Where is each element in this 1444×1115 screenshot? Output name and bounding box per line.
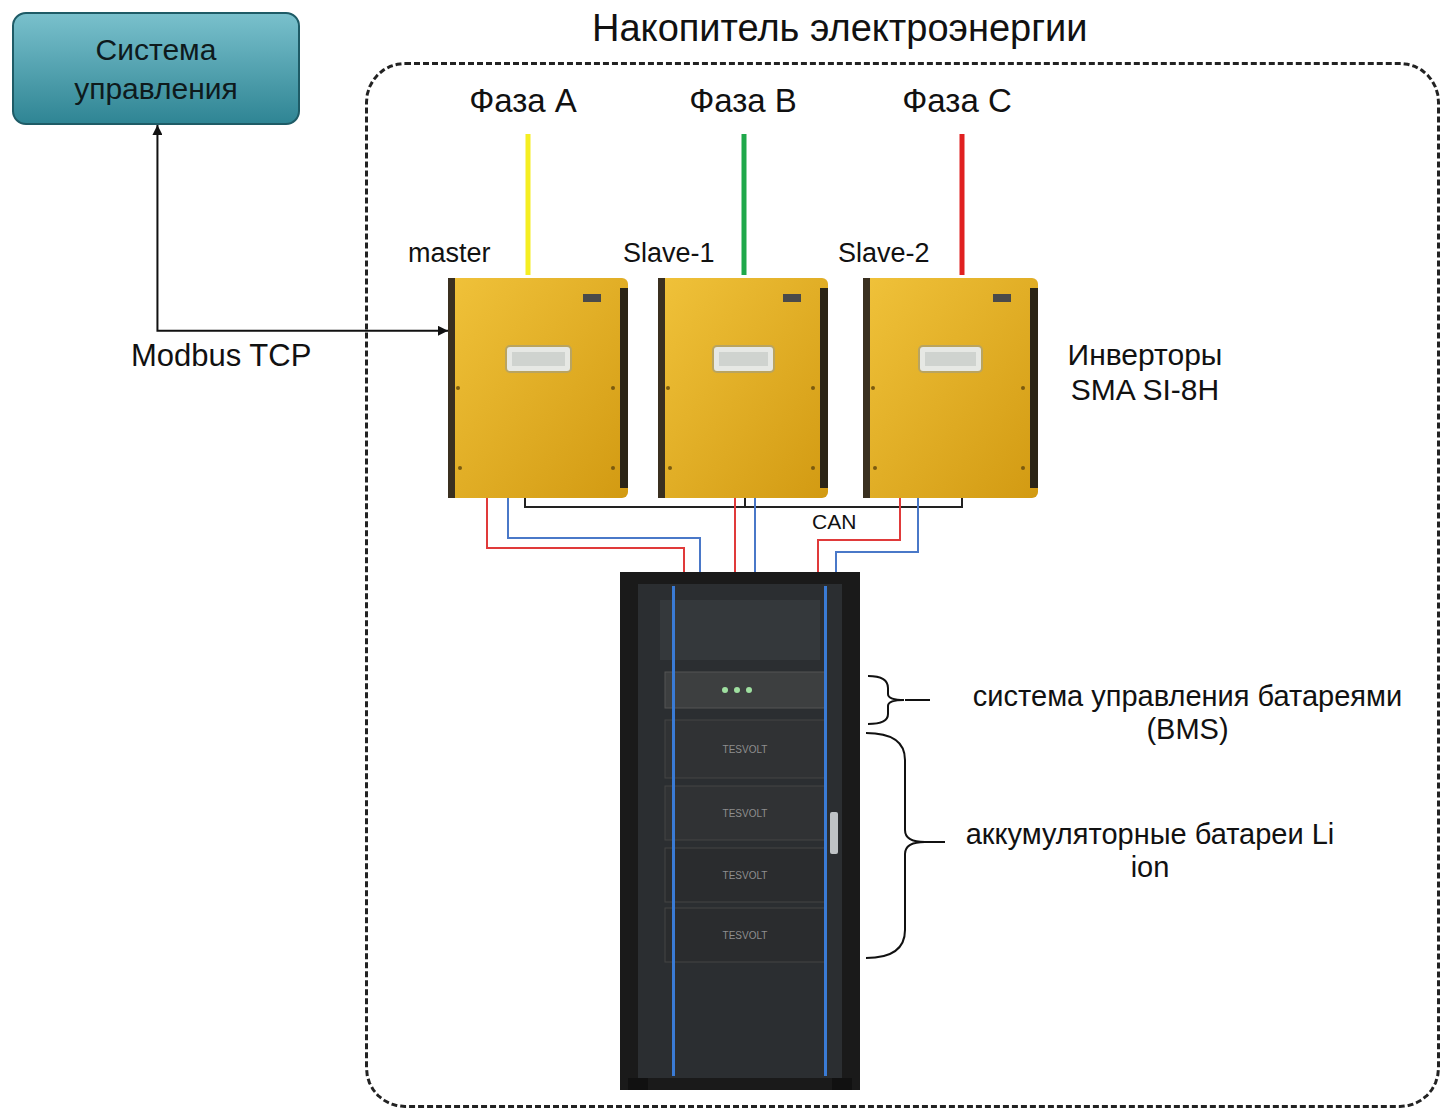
dc-wire [487,495,684,575]
rect-shape [863,278,870,498]
rect-shape [925,352,976,366]
box-text: Система управления [26,30,286,108]
inverter: Slave-1 [658,278,828,498]
module-brand: TESVOLT [665,744,825,756]
rect-shape [719,352,768,366]
rect-shape [620,288,628,488]
leader-line [905,699,930,701]
circle-shape [1021,466,1025,470]
rect-shape [583,294,601,302]
rect-shape [665,672,825,708]
rect-shape [658,278,828,498]
module-brand: TESVOLT [665,930,825,942]
rect-shape [512,352,565,366]
rect-shape [620,572,860,1090]
rect-shape [665,908,825,962]
circle-shape [722,687,728,693]
inverter-label: Slave-2 [838,238,930,269]
callout-label: система управления батареями (BMS) [935,680,1440,747]
circle-shape [746,687,752,693]
storage-region: Накопитель электроэнергииmasterSlave-1Sl… [365,62,1440,1108]
rect-shape [713,346,774,372]
inverter: master [448,278,628,498]
rect-shape [506,346,571,372]
rect-shape [665,786,825,840]
circle-shape [456,386,460,390]
circle-shape [611,466,615,470]
circle-shape [871,386,875,390]
inverter-body [448,278,628,498]
phase-label: Фаза А [448,82,598,120]
circle-shape [668,466,672,470]
phase-wire [526,134,531,275]
rect-shape [824,586,827,1076]
dc-wire [818,495,900,575]
connector [157,125,448,331]
phase-wire [742,134,747,275]
leader-line [925,841,945,843]
rect-shape [783,294,801,302]
phase-wire [960,134,965,275]
rect-shape [448,278,628,498]
bus-label: CAN [810,510,858,534]
region-title: Накопитель электроэнергии [586,7,1093,50]
bracket [866,733,925,958]
phase-label: Фаза В [668,82,818,120]
inverter-label: Slave-1 [623,238,715,269]
circle-shape [458,466,462,470]
rect-shape [993,294,1011,302]
inverter-label: master [408,238,491,269]
inverter-body [863,278,1038,498]
rect-shape [863,278,1038,498]
rect-shape [820,288,828,488]
callout-label: аккумуляторные батареи Li ion [950,818,1350,885]
rect-shape [665,720,825,778]
phase-label: Фаза С [882,82,1032,120]
dc-wire [508,495,700,575]
rect-shape [672,586,675,1076]
inverter-body [658,278,828,498]
rect-shape [919,346,982,372]
rect-shape [660,600,820,660]
rect-shape [628,1078,648,1090]
dc-wire [836,495,918,575]
dc-wire [734,495,736,575]
circle-shape [811,466,815,470]
module-brand: TESVOLT [665,870,825,882]
rect-shape [830,812,838,854]
module-brand: TESVOLT [665,808,825,820]
circle-shape [611,386,615,390]
inverter: Slave-2 [863,278,1038,498]
edge-label: Modbus TCP [128,338,314,374]
rect-shape [1030,288,1038,488]
circle-shape [734,687,740,693]
battery-cabinet [620,572,860,1090]
rect-shape [448,278,455,498]
circle-shape [873,466,877,470]
bracket [868,676,904,724]
control-system-box: Система управления [12,12,300,125]
rect-shape [832,1078,852,1090]
circle-shape [666,386,670,390]
component-label: Инверторы SMA SI-8H [1050,338,1240,407]
rect-shape [665,848,825,902]
rect-shape [638,584,842,1078]
circle-shape [811,386,815,390]
dc-wire [754,495,756,575]
rect-shape [658,278,665,498]
circle-shape [1021,386,1025,390]
